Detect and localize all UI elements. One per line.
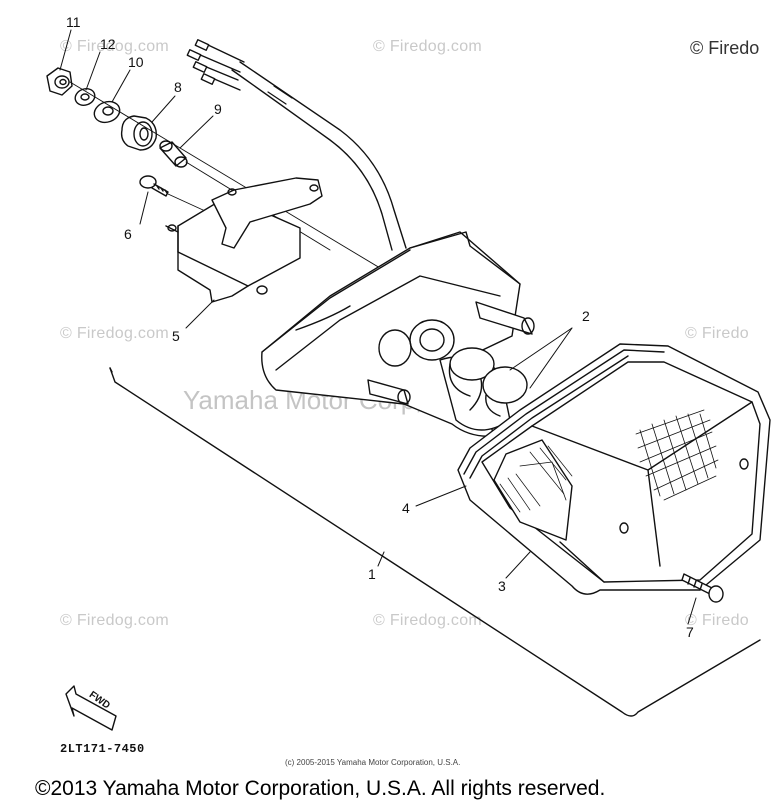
grommet-icon [120,115,157,151]
part-label-9: 9 [214,101,222,117]
watermark-corner: © Firedo [690,38,760,58]
part-label-3: 3 [498,578,506,594]
catalog-code: 2LT171-7450 [60,742,145,756]
part-label-6: 6 [124,226,132,242]
part-label-8: 8 [174,79,182,95]
assembly-outline [109,367,761,717]
nut-icon [46,67,73,96]
part-label-5: 5 [172,328,180,344]
washer-icon [74,88,96,106]
washer-icon [93,100,121,124]
screw-icon [681,573,724,603]
part-label-10: 10 [128,54,144,70]
watermark: © Firedo [685,325,749,342]
part-label-1: 1 [368,566,376,582]
part-label-11: 11 [66,14,81,30]
bracket-icon [165,177,323,303]
watermark: © Firedog.com [60,325,170,342]
part-label-2: 2 [582,308,590,324]
watermark: © Firedog.com [60,38,170,55]
part-label-4: 4 [402,500,410,516]
watermark: © Firedog.com [373,612,483,629]
leader-lines [59,29,697,625]
part-label-7: 7 [686,624,694,640]
small-copyright: (c) 2005-2015 Yamaha Motor Corporation, … [285,758,461,767]
bulb-icon [448,347,495,397]
forward-arrow-icon [65,685,117,731]
watermark: © Firedog.com [373,38,483,55]
lens-pattern [635,409,719,501]
footer-copyright: ©2013 Yamaha Motor Corporation, U.S.A. A… [35,777,606,800]
tail-light-base-icon [261,231,535,437]
wiring-harness [186,39,407,251]
collar-icon [159,140,188,168]
watermark: © Firedo [685,612,749,629]
watermark: © Firedog.com [60,612,170,629]
screw-icon [139,175,169,197]
part-label-12: 12 [100,36,116,52]
tail-light-lens-icon [457,343,771,595]
bulb-icon [482,366,528,417]
